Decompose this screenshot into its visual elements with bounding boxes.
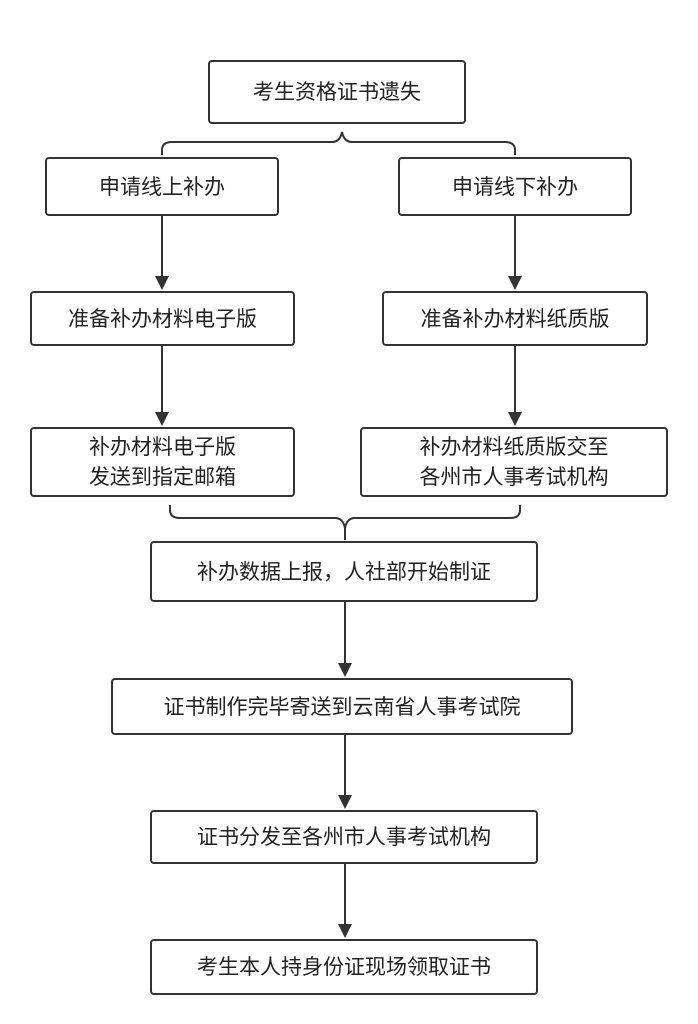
node-prepare-electronic-text: 准备补办材料电子版 — [68, 306, 257, 331]
arrow-main-1-head — [338, 663, 352, 677]
node-report-data: 补办数据上报，人社部开始制证 — [150, 541, 538, 602]
arrow-main-2-head — [338, 795, 352, 809]
split-brace — [161, 131, 516, 155]
node-submit-paper: 补办材料纸质版交至 各州市人事考试机构 — [360, 427, 668, 497]
node-send-email: 补办材料电子版 发送到指定邮箱 — [30, 427, 295, 497]
node-prepare-electronic: 准备补办材料电子版 — [30, 291, 295, 346]
node-submit-paper-line1: 补办材料纸质版交至 — [419, 435, 609, 459]
node-mail-certificate: 证书制作完毕寄送到云南省人事考试院 — [111, 678, 573, 735]
node-distribute-certificate: 证书分发至各州市人事考试机构 — [150, 810, 538, 864]
merge-brace — [169, 505, 521, 529]
node-collect-certificate: 考生本人持身份证现场领取证书 — [150, 939, 538, 995]
node-prepare-paper-text: 准备补办材料纸质版 — [420, 306, 610, 331]
arrow-left-2-head — [155, 412, 169, 426]
node-apply-offline-text: 申请线下补办 — [452, 174, 578, 199]
node-apply-offline: 申请线下补办 — [398, 157, 632, 216]
node-send-email-line2: 发送到指定邮箱 — [89, 465, 236, 489]
node-send-email-line1: 补办材料电子版 — [89, 435, 236, 459]
node-distribute-certificate-text: 证书分发至各州市人事考试机构 — [197, 825, 491, 849]
node-certificate-lost-text: 考生资格证书遗失 — [253, 80, 421, 104]
arrow-right-1-head — [508, 276, 522, 290]
node-apply-online-text: 申请线上补办 — [99, 174, 225, 199]
node-collect-certificate-text: 考生本人持身份证现场领取证书 — [197, 955, 491, 979]
node-submit-paper-line2: 各州市人事考试机构 — [419, 465, 609, 489]
node-report-data-text: 补办数据上报，人社部开始制证 — [197, 559, 491, 584]
arrow-left-1-head — [155, 276, 169, 290]
arrow-right-2-head — [508, 412, 522, 426]
node-prepare-paper: 准备补办材料纸质版 — [382, 291, 648, 346]
node-apply-online: 申请线上补办 — [45, 157, 279, 216]
node-mail-certificate-text: 证书制作完毕寄送到云南省人事考试院 — [163, 694, 521, 719]
node-certificate-lost: 考生资格证书遗失 — [208, 60, 466, 124]
arrow-main-3-head — [338, 924, 352, 938]
